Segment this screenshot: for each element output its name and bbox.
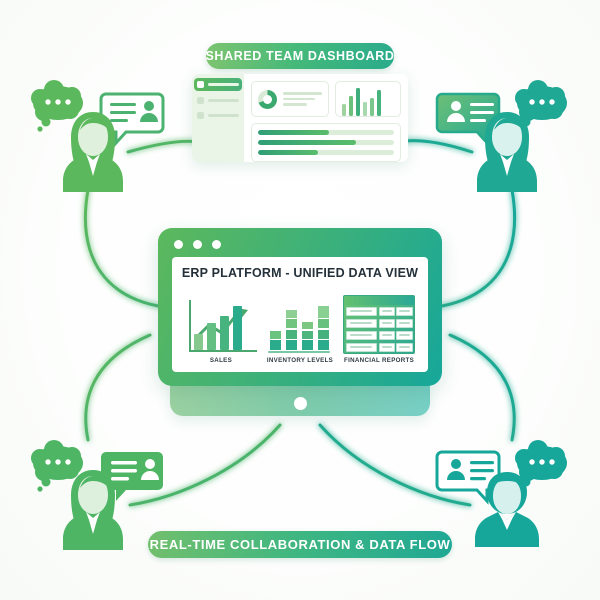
table-cell — [396, 330, 413, 340]
shared-dashboard-mockup[interactable] — [192, 74, 408, 162]
thought-bubble-icon — [515, 440, 567, 492]
sidebar-item-label-bar — [208, 83, 239, 86]
sales-caption: SALES — [209, 357, 233, 364]
thought-bubble-icon — [31, 80, 83, 132]
table-cell — [396, 306, 413, 316]
table-cell — [378, 342, 395, 352]
progress-bar-1 — [258, 130, 394, 135]
sidebar-item-icon — [197, 81, 204, 88]
thought-bubble-icon — [515, 80, 567, 132]
curve-bottomleft-monitor — [84, 333, 152, 442]
financial-reports-widget[interactable]: FINANCIAL REPORTS — [343, 295, 416, 364]
donut-chart-icon — [258, 89, 277, 109]
sales-y-axis — [188, 300, 191, 352]
male-avatar-icon — [475, 472, 539, 547]
window-dot-3[interactable] — [212, 240, 221, 249]
curve-monitor-bottomright — [318, 423, 472, 507]
table-row — [344, 305, 414, 317]
person-bottom-left[interactable] — [18, 432, 168, 552]
inventory-caption: INVENTORY LEVELS — [266, 357, 334, 364]
table-cell — [345, 330, 378, 340]
sidebar-item-label-bar — [208, 99, 239, 102]
inventory-baseline — [267, 351, 330, 353]
table-cell — [378, 330, 395, 340]
monitor-body: ERP PLATFORM - UNIFIED DATA VIEW — [158, 228, 442, 386]
financial-reports-caption: FINANCIAL REPORTS — [344, 357, 415, 364]
table-cell — [345, 306, 378, 316]
inventory-column-2 — [285, 309, 297, 350]
inventory-column-1 — [269, 330, 281, 350]
shared-team-dashboard-badge: SHARED TEAM DASHBOARD — [206, 43, 394, 69]
erp-screen-title: ERP PLATFORM - UNIFIED DATA VIEW — [181, 266, 419, 280]
sales-bars — [193, 306, 242, 350]
sales-widget[interactable]: SALES — [185, 298, 257, 364]
monitor-screen: ERP PLATFORM - UNIFIED DATA VIEW — [172, 257, 428, 372]
erp-platform-monitor[interactable]: ERP PLATFORM - UNIFIED DATA VIEW — [158, 228, 442, 418]
contact-card-bubble-icon — [99, 92, 165, 147]
financial-reports-table — [343, 295, 416, 354]
sidebar-item-icon — [197, 112, 204, 119]
dashboard-sidebar — [192, 74, 244, 162]
contact-card-bubble-icon — [435, 450, 501, 505]
table-cell — [345, 318, 378, 328]
progress-bar-3 — [258, 150, 394, 155]
thought-bubble-icon — [31, 440, 83, 492]
curve-monitor-bottomleft — [128, 423, 282, 507]
sidebar-item-3[interactable] — [197, 112, 239, 119]
donut-metric-card[interactable] — [251, 81, 330, 117]
inventory-column-4 — [317, 305, 329, 350]
erp-widget-row: SALES — [180, 280, 420, 366]
table-cell — [396, 342, 413, 352]
female-avatar-icon — [63, 112, 123, 192]
table-row — [344, 329, 414, 341]
table-cell — [345, 342, 378, 352]
table-row — [344, 317, 414, 329]
table-row — [344, 341, 414, 353]
contact-card-bubble-icon — [101, 452, 163, 501]
table-cell — [378, 318, 395, 328]
dashboard-card-row — [251, 81, 401, 117]
dashboard-progress-list — [251, 123, 401, 162]
donut-card-text-lines — [283, 92, 323, 106]
sidebar-item-active[interactable] — [194, 78, 242, 91]
monitor-home-button[interactable] — [293, 397, 307, 410]
window-dot-2[interactable] — [193, 240, 202, 249]
inventory-widget[interactable]: INVENTORY LEVELS — [267, 298, 333, 364]
window-dot-1[interactable] — [174, 240, 183, 249]
sidebar-item-2[interactable] — [197, 97, 239, 104]
female-avatar-icon — [477, 112, 537, 192]
sidebar-item-icon — [197, 97, 204, 104]
inventory-column-3 — [301, 322, 313, 350]
table-cell — [378, 306, 395, 316]
sidebar-item-label-bar — [208, 114, 239, 117]
curve-bottomright-monitor — [448, 333, 516, 442]
female-avatar-icon — [63, 470, 123, 550]
dashboard-main-panel — [244, 74, 408, 162]
progress-bar-2 — [258, 140, 394, 145]
bar-metric-card[interactable] — [335, 81, 401, 117]
person-bottom-right[interactable] — [432, 432, 582, 552]
table-header-row — [344, 296, 415, 305]
table-cell — [396, 318, 413, 328]
inventory-bars — [269, 305, 329, 350]
person-top-right[interactable] — [432, 72, 582, 192]
person-top-left[interactable] — [18, 72, 168, 192]
inventory-chart — [267, 298, 332, 354]
window-control-dots[interactable] — [174, 240, 221, 249]
sales-x-axis — [188, 350, 257, 352]
sales-chart — [185, 298, 257, 354]
realtime-collaboration-badge: REAL-TIME COLLABORATION & DATA FLOW — [148, 531, 452, 558]
